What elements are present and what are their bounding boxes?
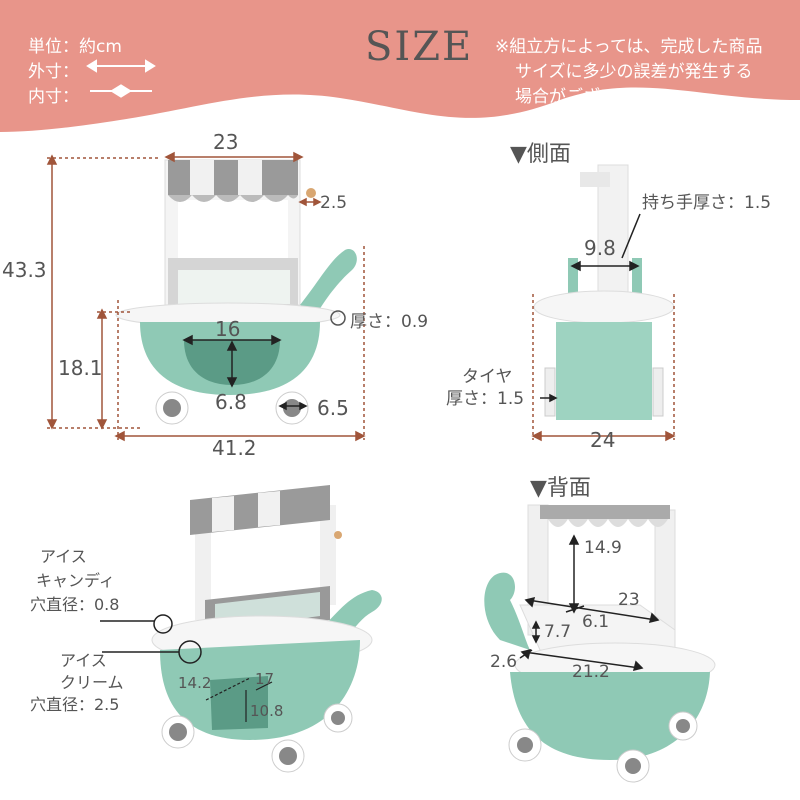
ice-cream-label-1: アイス bbox=[60, 651, 107, 670]
side-tire-label-1: タイヤ bbox=[462, 367, 513, 387]
note-line-1: ※組立方によっては、完成した商品 bbox=[495, 37, 763, 57]
front-height-total: 43.3 bbox=[2, 258, 47, 282]
front-thickness: 厚さ：0.9 bbox=[350, 312, 429, 332]
back-dimension-lines bbox=[519, 534, 660, 672]
ice-cream-label-2: クリーム bbox=[60, 673, 124, 692]
front-height-tray: 18.1 bbox=[58, 356, 103, 380]
size-title: SIZE bbox=[365, 24, 474, 70]
ice-candy-label-2: キャンディ bbox=[36, 571, 115, 590]
inner-label: 内寸： bbox=[28, 87, 79, 107]
note-line-3: 場合がございます。 bbox=[515, 87, 667, 107]
opening-height: 10.8 bbox=[250, 702, 284, 720]
back-base-thick: 2.6 bbox=[490, 652, 518, 672]
side-dimension-lines bbox=[531, 294, 676, 442]
unit-label: 単位：約cm bbox=[28, 37, 122, 57]
back-shelf-depth: 6.1 bbox=[582, 612, 610, 632]
front-wheel: 6.5 bbox=[317, 396, 349, 420]
opening-width-2: 17 bbox=[255, 670, 275, 688]
back-heading: ▼背面 bbox=[530, 476, 591, 501]
front-inner-lines bbox=[182, 334, 308, 411]
side-handle-thickness: 持ち手厚さ：1.5 bbox=[642, 193, 772, 213]
side-depth: 24 bbox=[590, 428, 616, 452]
front-awning-depth: 2.5 bbox=[320, 193, 348, 213]
perspective-cart-image bbox=[100, 485, 382, 773]
header-wave bbox=[0, 0, 800, 132]
front-width-top: 23 bbox=[213, 130, 239, 154]
side-tire-label-2: 厚さ：1.5 bbox=[446, 389, 525, 409]
note-line-2: サイズに多少の誤差が発生する bbox=[515, 62, 753, 82]
back-inner-height: 14.9 bbox=[584, 538, 622, 558]
opening-width: 14.2 bbox=[178, 674, 212, 692]
front-inner-height: 6.8 bbox=[215, 390, 247, 414]
perspective-lines bbox=[205, 677, 273, 722]
thickness-ring bbox=[330, 310, 346, 326]
header-band: 単位：約cm 外寸： 内寸： SIZE ※組立方によっては、完成した商品 サイズ… bbox=[0, 0, 800, 140]
ice-candy-label-3: 穴直径：0.8 bbox=[30, 595, 120, 614]
front-inner-width: 16 bbox=[215, 317, 241, 341]
front-cart-image bbox=[115, 159, 357, 425]
back-shelf-height: 7.7 bbox=[544, 622, 572, 642]
front-base-width: 41.2 bbox=[212, 436, 257, 460]
ice-cream-label-3: 穴直径：2.5 bbox=[30, 695, 120, 714]
legend-arrows bbox=[86, 59, 156, 98]
side-heading: ▼側面 bbox=[510, 142, 571, 167]
ice-candy-label-1: アイス bbox=[40, 547, 87, 566]
back-shelf-width: 23 bbox=[618, 590, 640, 610]
front-dimension-lines bbox=[46, 151, 366, 442]
side-handle-width: 9.8 bbox=[584, 236, 616, 260]
outer-label: 外寸： bbox=[28, 62, 79, 82]
side-inner-lines bbox=[540, 213, 641, 403]
side-cart-image bbox=[533, 164, 675, 420]
back-base-width: 21.2 bbox=[572, 662, 610, 682]
